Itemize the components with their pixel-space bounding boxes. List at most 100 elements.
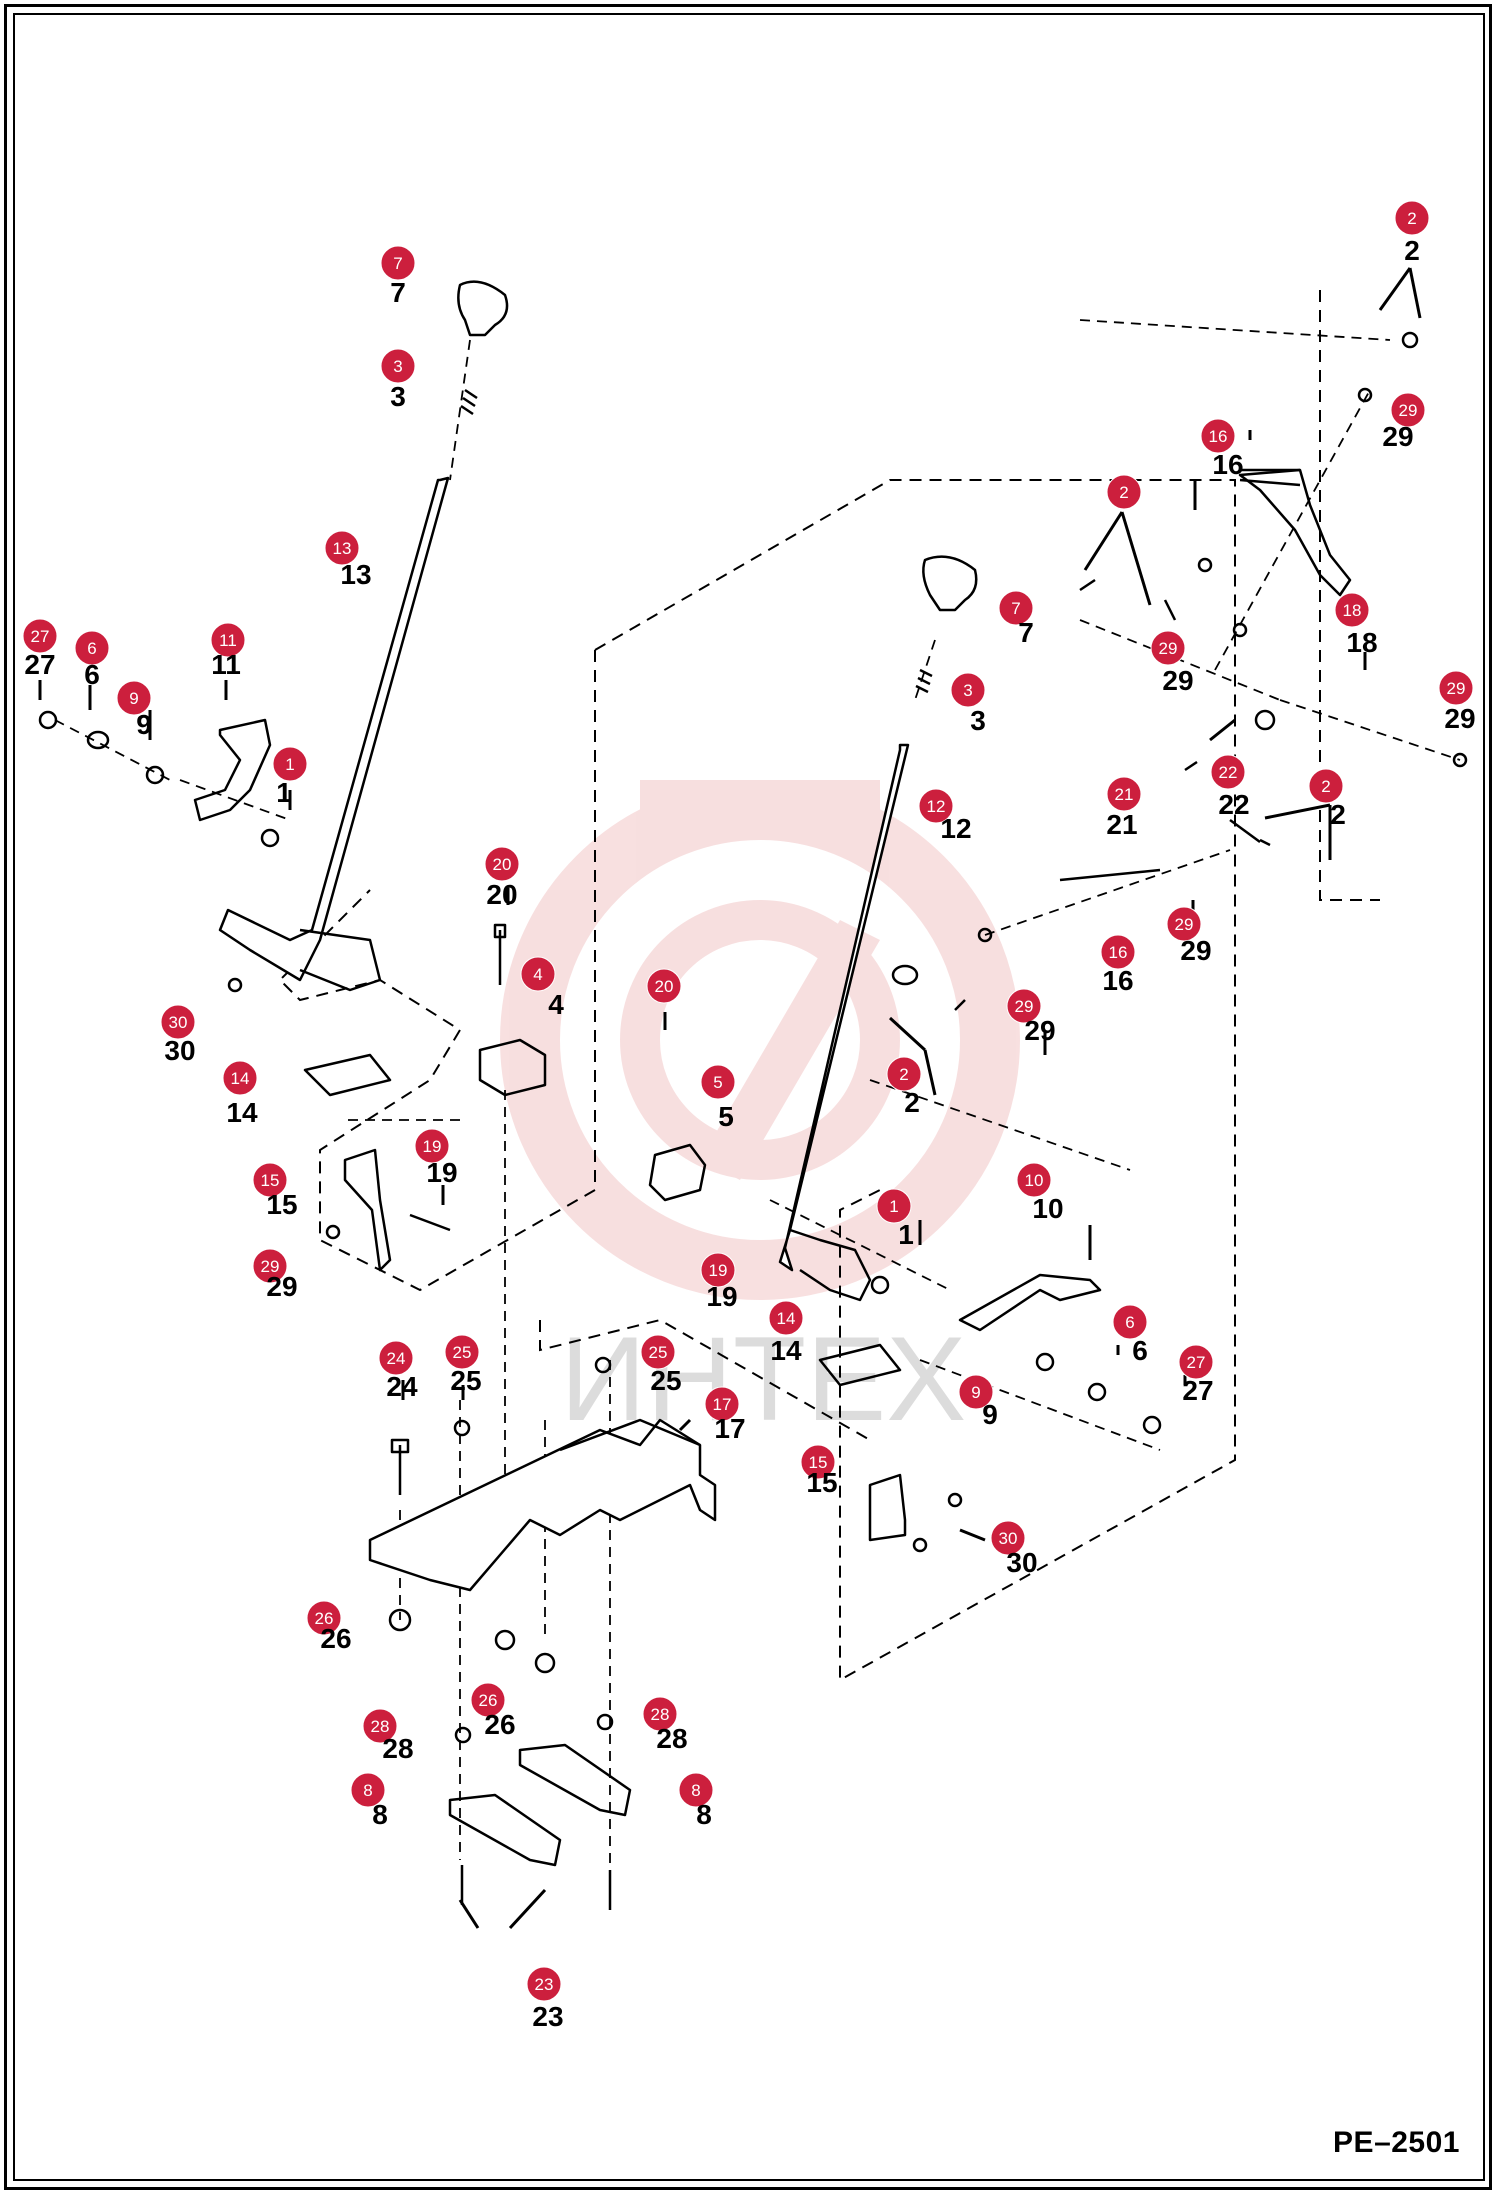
callout-2: 22: [1308, 768, 1346, 830]
inner-frame: [13, 13, 1485, 2181]
callout-badge-number: 21: [1115, 785, 1134, 804]
component-line-art: [38, 280, 1468, 1910]
callout-badge: [1210, 754, 1246, 790]
callout-3: 33: [950, 672, 986, 736]
callout-badge-number: 30: [999, 1529, 1018, 1548]
callout-1: 11: [876, 1188, 914, 1250]
callout-9: 99: [116, 680, 152, 740]
callout-badge: [1106, 474, 1142, 510]
callout-badge-number: 25: [649, 1343, 668, 1362]
callout-7: 77: [380, 245, 416, 308]
callout-badge: [646, 968, 682, 1004]
outer-frame: [4, 4, 1492, 2190]
callout-7: 77: [998, 590, 1034, 648]
callout-badge: [876, 1188, 912, 1224]
callout-badge-number: 30: [169, 1013, 188, 1032]
part-number-label: 7: [390, 277, 406, 308]
part-number-label: 29: [1444, 703, 1475, 734]
part-number-label: 2: [904, 1087, 920, 1118]
callout-badge: [678, 1772, 714, 1808]
callout-badge-number: 26: [315, 1609, 334, 1628]
callout-badge: [1334, 592, 1370, 628]
drawing-code: PE–2501: [1333, 2126, 1460, 2159]
callout-8: 88: [678, 1772, 714, 1830]
callout-badge-number: 1: [889, 1197, 898, 1216]
callout-badge-number: 29: [1447, 679, 1466, 698]
part-number-label: 12: [940, 813, 971, 844]
callout-badge: [1166, 906, 1202, 942]
callout-badge-number: 19: [709, 1261, 728, 1280]
callout-badge: [1200, 418, 1236, 454]
part-number-label: 16: [1212, 449, 1243, 480]
callout-badge-number: 2: [899, 1065, 908, 1084]
callout-badge: [380, 348, 416, 384]
part-number-label: 13: [340, 559, 371, 590]
callout-20: 20: [646, 968, 682, 1004]
callout-badge: [324, 530, 360, 566]
callout-leaders: [38, 267, 1422, 1930]
part-number-label: 29: [1162, 665, 1193, 696]
callout-badge-number: 23: [535, 1975, 554, 1994]
callout-badge-number: 17: [713, 1395, 732, 1414]
callout-badge: [74, 630, 110, 666]
callout-badge-number: 15: [809, 1453, 828, 1472]
callout-9: 99: [958, 1374, 998, 1430]
part-number-label: 18: [1346, 627, 1377, 658]
part-number-label: 16: [1102, 965, 1133, 996]
callout-badge-number: 16: [1109, 943, 1128, 962]
callout-badge: [160, 1004, 196, 1040]
callout-badge: [800, 1444, 836, 1480]
part-number-label: 26: [484, 1709, 515, 1740]
callout-badge: [380, 245, 416, 281]
part-number-label: 14: [770, 1335, 802, 1366]
callout-badge: [640, 1334, 676, 1370]
callout-badge-number: 7: [1011, 599, 1020, 618]
watermark-logo: [500, 780, 1020, 1300]
callout-badge: [1308, 768, 1344, 804]
callout-6: 66: [1112, 1304, 1148, 1366]
part-number-label: 15: [806, 1467, 837, 1498]
part-number-label: 24: [386, 1371, 418, 1402]
callout-badge: [1438, 670, 1474, 706]
callout-badge: [484, 846, 520, 882]
callout-badge: [768, 1300, 804, 1336]
callout-badge: [520, 956, 556, 992]
callout-badge: [306, 1600, 342, 1636]
callout-badge-number: 19: [423, 1137, 442, 1156]
callout-5: 55: [700, 1064, 736, 1132]
part-number-label: 4: [548, 989, 564, 1020]
callout-badge-number: 1: [285, 755, 294, 774]
callout-badge: [222, 1060, 258, 1096]
part-number-label: 25: [650, 1365, 681, 1396]
callout-badge-number: 18: [1343, 601, 1362, 620]
callout-badge: [704, 1386, 740, 1422]
part-number-label: 25: [450, 1365, 481, 1396]
callout-badge: [1016, 1162, 1052, 1198]
callout-3: 33: [380, 348, 416, 412]
part-number-label: 15: [266, 1189, 297, 1220]
part-number-label: 6: [84, 659, 100, 690]
callout-badge-number: 3: [963, 681, 972, 700]
callout-badge-number: 20: [493, 855, 512, 874]
callout-badge: [210, 622, 246, 658]
callout-badge: [700, 1252, 736, 1288]
callout-badge-number: 2: [1321, 777, 1330, 796]
callout-badge-number: 7: [393, 254, 402, 273]
callout-badge-number: 29: [261, 1257, 280, 1276]
